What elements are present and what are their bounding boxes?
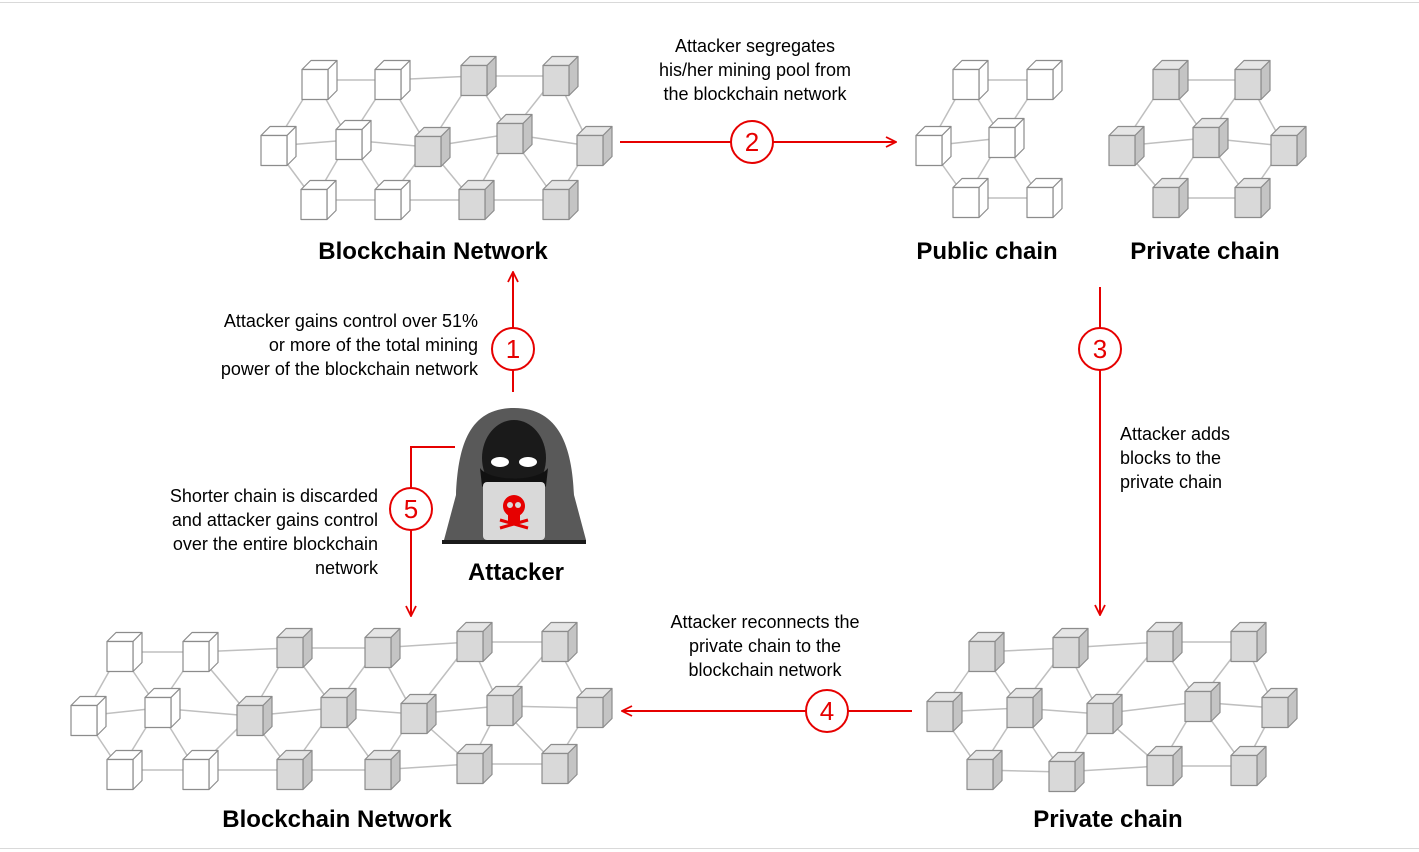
step-5-number: 5 (404, 494, 418, 524)
network-bottom-block (456, 621, 493, 663)
step-5-description: Shorter chain is discarded and attacker … (169, 486, 378, 578)
bottom-border (0, 848, 1419, 849)
network-bottom-block (400, 693, 437, 735)
top-border (0, 2, 1419, 3)
private-chain-bottom-block (1184, 681, 1221, 723)
title-blockchain-network-bottom: Blockchain Network (222, 806, 452, 833)
network-bottom-block (276, 749, 313, 791)
network-top-block (300, 179, 337, 221)
network-bottom-block (106, 631, 143, 673)
private-chain-bottom-block (966, 749, 1003, 791)
network-bottom-block (541, 743, 578, 785)
public-chain-block (1026, 59, 1063, 101)
network-bottom-block (456, 743, 493, 785)
step-2-number: 2 (745, 127, 759, 157)
network-top-block (496, 113, 533, 155)
private-chain-top-block (1270, 125, 1307, 167)
network-bottom-block (364, 749, 401, 791)
step-4-circle (805, 689, 849, 733)
network-bottom-block (320, 687, 357, 729)
title-attacker: Attacker (467, 559, 565, 586)
network-top-block (301, 59, 338, 101)
title-private-chain-bottom: Private chain (1033, 806, 1183, 833)
network-bottom-block (576, 687, 613, 729)
network-bottom-block (364, 627, 401, 669)
private-chain-top-block (1152, 177, 1189, 219)
private-chain-bottom-block (1230, 745, 1267, 787)
public-chain-block (988, 117, 1025, 159)
private-chain-top-block (1234, 59, 1271, 101)
step-3-circle (1078, 327, 1122, 371)
private-chain-top-block (1152, 59, 1189, 101)
network-top-block (542, 179, 579, 221)
network-bottom-block (276, 627, 313, 669)
private-chain-bottom-block (1006, 687, 1043, 729)
private-chain-bottom-block (1048, 751, 1085, 793)
network-top-block (414, 126, 451, 168)
step-1-description: Attacker gains control over 51% or more … (220, 311, 478, 379)
network-top-block (576, 125, 613, 167)
private-chain-bottom-block (1230, 621, 1267, 663)
title-blockchain-network-top: Blockchain Network (318, 238, 548, 265)
private-chain-bottom-block (1146, 621, 1183, 663)
network-bottom-block (236, 695, 273, 737)
public-chain-block (915, 125, 952, 167)
network-bottom-block (486, 685, 523, 727)
private-chain-top-block (1192, 117, 1229, 159)
step-4-number: 4 (820, 696, 834, 726)
step-2-circle (730, 120, 774, 164)
network-bottom-block (70, 695, 107, 737)
network-top-block (458, 179, 495, 221)
public-chain-block (952, 59, 989, 101)
private-chain-top-block (1108, 125, 1145, 167)
step-2-description: Attacker segregates his/her mining pool … (658, 36, 852, 104)
private-chain-bottom-block (1146, 745, 1183, 787)
network-bottom-block (144, 687, 181, 729)
step-1-number: 1 (506, 334, 520, 364)
private-chain-bottom-block (926, 691, 963, 733)
network-top-block (374, 179, 411, 221)
network-bottom-block (541, 621, 578, 663)
network-bottom-block (182, 631, 219, 673)
step-3-description: Attacker adds blocks to the private chai… (1120, 424, 1231, 492)
step-5-circle (389, 487, 433, 531)
title-public-chain: Public chain (916, 238, 1058, 265)
network-top-block (374, 59, 411, 101)
private-chain-bottom-block (1086, 693, 1123, 735)
network-bottom-block (182, 749, 219, 791)
network-bottom-block (106, 749, 143, 791)
hooded-hacker-icon (442, 408, 586, 544)
arrow-step-5 (411, 446, 455, 616)
title-private-chain-top: Private chain (1130, 238, 1280, 265)
public-chain-block (1026, 177, 1063, 219)
private-chain-bottom-block (1261, 687, 1298, 729)
step-1-circle (491, 327, 535, 371)
network-top-block (542, 55, 579, 97)
network-top-block (335, 119, 372, 161)
step-3-number: 3 (1093, 334, 1107, 364)
private-chain-bottom-block (1052, 627, 1089, 669)
network-top-block (460, 55, 497, 97)
step-4-description: Attacker reconnects the private chain to… (670, 612, 860, 680)
private-chain-bottom-block (968, 631, 1005, 673)
private-chain-top-block (1234, 177, 1271, 219)
public-chain-block (952, 177, 989, 219)
network-top-block (260, 125, 297, 167)
